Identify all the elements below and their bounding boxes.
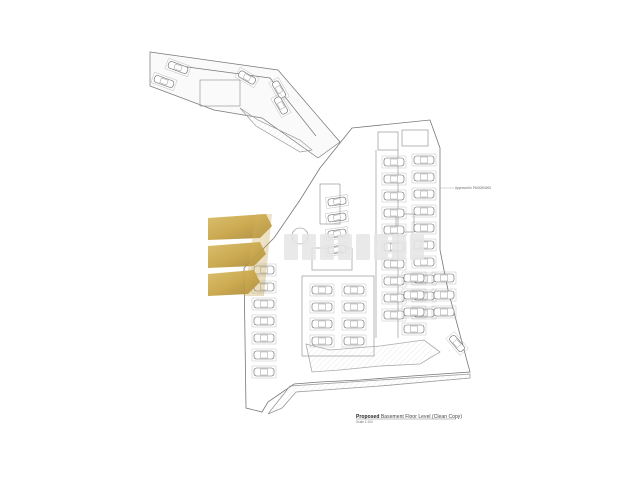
parking-bay: [381, 206, 407, 220]
parking-bay: [381, 189, 407, 203]
watermark-wordmark: [284, 234, 424, 260]
parking-bay: [309, 283, 335, 297]
parking-bay: [251, 297, 277, 311]
drawing-title: Proposed Basement Floor Level (Clean Cop…: [356, 414, 462, 420]
parking-bay: [431, 271, 457, 285]
drawing-title-bold: Proposed: [356, 414, 380, 420]
parking-bay: [401, 322, 427, 336]
parking-bay: [431, 305, 457, 319]
parking-bay: [268, 76, 290, 103]
parking-bay: [411, 153, 437, 167]
parking-bay: [381, 308, 407, 322]
parking-bay: [150, 71, 178, 92]
parking-bay: [401, 305, 427, 319]
parking-bay: [309, 334, 335, 348]
parking-bay: [445, 331, 469, 356]
drawing-title-rest: Basement Floor Level: [380, 414, 431, 420]
parking-bay: [381, 155, 407, 169]
parking-bay: [381, 172, 407, 186]
parking-bay: [164, 57, 192, 78]
watermark-logo: [208, 214, 272, 296]
parking-bay: [411, 187, 437, 201]
parking-bay: [325, 210, 349, 225]
parking-bay: [401, 271, 427, 285]
parking-bay: [381, 274, 407, 288]
parking-bay: [411, 221, 437, 235]
parking-bay: [251, 331, 277, 345]
parking-bay: [411, 204, 437, 218]
parking-bay: [341, 283, 367, 297]
parking-bay: [401, 288, 427, 302]
parking-bay: [341, 300, 367, 314]
parking-bay: [270, 92, 292, 119]
parking-bay: [251, 348, 277, 362]
upper-access-strip: [149, 51, 341, 159]
drawing-scale: Scale 1:100: [356, 420, 373, 424]
parking-bay: [341, 317, 367, 331]
parking-bay: [234, 66, 260, 89]
parking-bay: [251, 365, 277, 379]
parking-bay: [325, 194, 349, 209]
parking-bay: [431, 288, 457, 302]
plan-annotation: Approved in PA/00000/00: [455, 186, 492, 190]
parking-bay: [381, 291, 407, 305]
parking-bay: [411, 170, 437, 184]
parking-bay: [341, 334, 367, 348]
parking-bay: [309, 300, 335, 314]
parking-bay: [309, 317, 335, 331]
parking-bay: [251, 314, 277, 328]
drawing-title-suffix: (Clean Copy): [432, 414, 463, 420]
